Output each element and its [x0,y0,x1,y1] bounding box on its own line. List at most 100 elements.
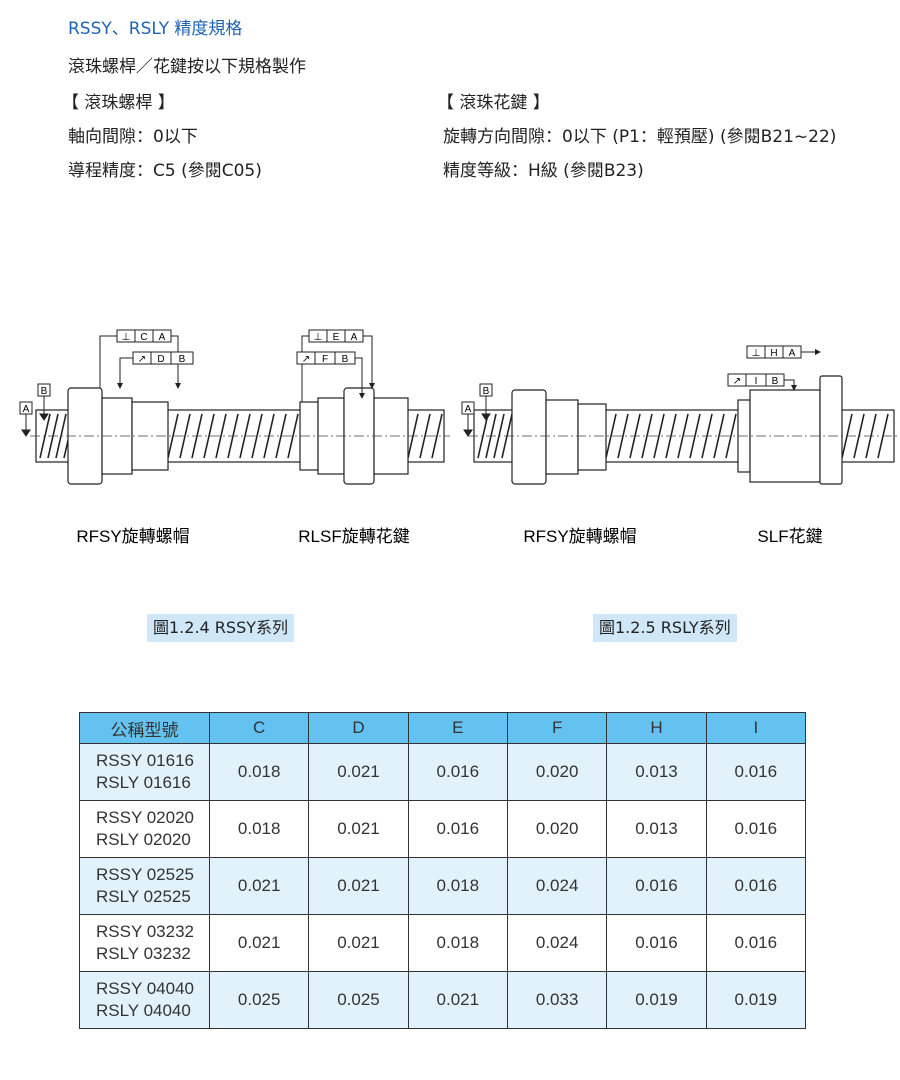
value-cell: 0.013 [606,800,707,858]
header-model: 公稱型號 [79,712,210,744]
value-cell: 0.016 [407,743,508,801]
frame2-sym: ↗ [138,354,146,365]
frame3-sym: ⊥ [314,332,323,343]
model-rsly: RSLY 01616 [96,773,191,792]
label-rfsy-left: RFSY旋轉螺帽 [76,527,189,546]
value-cell: 0.018 [407,857,508,915]
spline-section-title: 【 滾珠花鍵 】 [437,93,550,113]
value-cell: 0.020 [506,743,608,801]
datum-b-right: B [483,386,490,397]
page-heading: RSSY、RSLY 精度規格 [68,19,243,39]
frame3-a: A [351,332,358,343]
model-rssy: RSSY 01616 [96,751,194,770]
spline-rotational-clearance: 旋轉方向間隙：0以下 (P1：輕預壓) (參閱B21~22) [443,127,837,147]
model-rssy: RSSY 02525 [96,865,194,884]
value-cell: 0.021 [308,857,409,915]
frame4-sym: ↗ [302,354,310,365]
value-cell: 0.016 [705,800,807,858]
datum-a-left: A [23,404,30,415]
value-cell: 0.018 [407,914,508,972]
frame6-sym: ↗ [733,376,741,387]
value-cell: 0.016 [705,857,807,915]
label-slf: SLF花鍵 [757,527,822,546]
value-cell: 0.013 [606,743,707,801]
value-cell: 0.018 [208,800,310,858]
value-cell: 0.025 [308,971,409,1029]
datum-b-left: B [41,386,48,397]
frame-runout-d [117,351,194,389]
spline-accuracy-grade: 精度等級：H級 (參閱B23) [443,161,644,181]
value-cell: 0.033 [506,971,608,1029]
frame-perp-c [99,329,181,389]
label-rfsy-right: RFSY旋轉螺帽 [523,527,636,546]
technical-drawing: A B A B ⊥ C A ↗ D B ⊥ E A ↗ [19,329,898,546]
frame2-d: D [157,354,164,365]
table-header-row: 公稱型號 C D E F H I [79,712,807,744]
frame1-c: C [140,332,147,343]
value-cell: 0.020 [506,800,608,858]
figure-caption-rssy: 圖1.2.4 RSSY系列 [147,614,295,642]
value-cell: 0.018 [208,743,310,801]
value-cell: 0.021 [308,743,409,801]
model-rssy: RSSY 04040 [96,979,194,998]
header-i: I [705,712,807,744]
frame-perp-h [746,345,821,359]
frame3-e: E [333,332,340,343]
frame5-sym: ⊥ [752,348,761,359]
value-cell: 0.021 [208,857,310,915]
value-cell: 0.021 [308,914,409,972]
value-cell: 0.021 [407,971,508,1029]
frame6-i: I [755,376,758,387]
model-rsly: RSLY 02020 [96,830,191,849]
label-rlsf: RLSF旋轉花鍵 [298,527,409,546]
figure-caption-rsly: 圖1.2.5 RSLY系列 [593,614,737,642]
rsly-assembly [473,375,895,485]
datum-marks-left [19,383,51,437]
intro-line: 滾珠螺桿／花鍵按以下規格製作 [68,57,306,77]
header-e: E [407,712,508,744]
value-cell: 0.016 [606,914,707,972]
datum-a-right: A [465,404,472,415]
value-cell: 0.016 [705,914,807,972]
header-c: C [208,712,310,744]
frame1-sym: ⊥ [122,332,131,343]
value-cell: 0.024 [506,914,608,972]
header-d: D [308,712,409,744]
value-cell: 0.019 [606,971,707,1029]
value-cell: 0.016 [705,743,807,801]
model-rssy: RSSY 02020 [96,808,194,827]
model-rsly: RSLY 02525 [96,887,191,906]
value-cell: 0.021 [308,800,409,858]
frame-runout-i [727,373,797,391]
model-rsly: RSLY 04040 [96,1001,191,1020]
value-cell: 0.016 [606,857,707,915]
screw-axial-clearance: 軸向間隙：0以下 [68,127,198,147]
frame-perp-e [301,329,375,402]
model-rsly: RSLY 03232 [96,944,191,963]
datum-marks-right [461,383,493,437]
header-h: H [606,712,707,744]
header-f: F [506,712,608,744]
value-cell: 0.024 [506,857,608,915]
frame6-b: B [772,376,779,387]
model-rssy: RSSY 03232 [96,922,194,941]
frame-runout-f [296,351,365,399]
value-cell: 0.019 [705,971,807,1029]
value-cell: 0.021 [208,914,310,972]
frame1-a: A [159,332,166,343]
frame5-a: A [789,348,796,359]
screw-lead-accuracy: 導程精度：C5 (參閱C05) [68,161,262,181]
frame5-h: H [770,348,777,359]
screw-section-title: 【 滾珠螺桿 】 [62,93,175,113]
